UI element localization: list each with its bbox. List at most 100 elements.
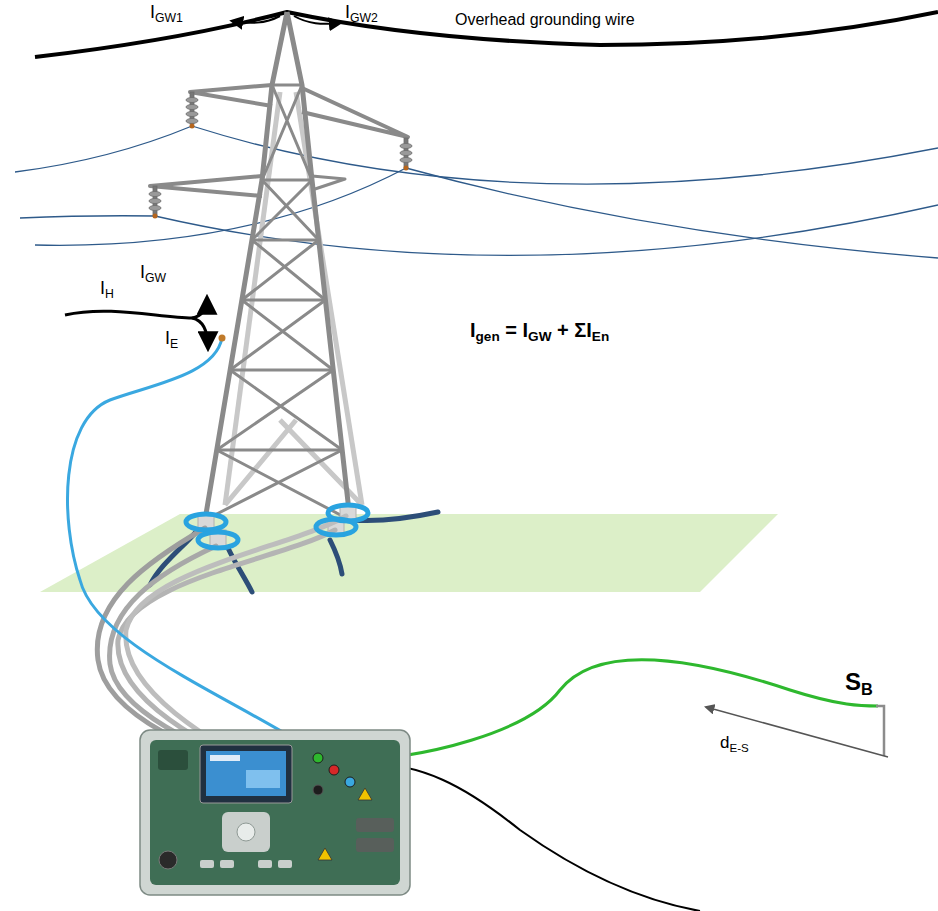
- text-part: I: [140, 262, 145, 282]
- formula-holder: Igen = IGW + ΣIEn: [470, 318, 609, 342]
- phase-conductor-part: [15, 126, 192, 172]
- tower-part: [242, 240, 326, 300]
- insulator-part: [400, 144, 412, 149]
- tower-part: [252, 180, 319, 240]
- current-arrow: [65, 298, 208, 348]
- phase-conductor-part: [406, 168, 938, 258]
- earth-tester-part: [318, 848, 332, 860]
- current-label-holder: IGW2: [345, 2, 378, 24]
- phase-conductor-part: [155, 205, 938, 255]
- insulator-part: [149, 206, 161, 211]
- insulator-part: [149, 192, 161, 197]
- current-label: IE: [165, 328, 178, 350]
- current-label: IGW1: [150, 2, 183, 24]
- current-label-holder: IGW1: [150, 2, 183, 24]
- earth-tester-part: [313, 753, 323, 763]
- subscript: B: [861, 680, 873, 698]
- earth-tester-part: [220, 860, 234, 868]
- earth-tester-part: [237, 823, 255, 841]
- current-clamp-part: [328, 505, 368, 521]
- subscript: H: [105, 287, 114, 301]
- insulator-part: [186, 119, 198, 124]
- text-part: + ΣI: [552, 319, 592, 341]
- earth-tester-part: [150, 740, 400, 885]
- potential-lead: [330, 660, 878, 762]
- test-lead-part: [68, 338, 372, 796]
- distance-arrow: [706, 707, 888, 757]
- current-label: IGW2: [345, 2, 378, 24]
- current-label: IGW: [140, 262, 166, 284]
- potential-probe-part: [876, 706, 884, 756]
- earth-tester-part: [313, 785, 323, 795]
- tower-part: [217, 370, 343, 450]
- current-arrow: [232, 16, 340, 24]
- insulator-part: [400, 158, 412, 163]
- ground-plane-part: [40, 514, 778, 592]
- potential-probe: [876, 706, 884, 756]
- tower-part: [312, 176, 345, 190]
- text-part: = I: [500, 319, 528, 341]
- text-part: I: [165, 328, 170, 348]
- current-label-holder: IE: [165, 328, 178, 350]
- text-part: I: [150, 2, 155, 22]
- earth-tester-part: [222, 812, 270, 852]
- subscript: GW: [528, 329, 551, 344]
- probe-label-holder: SB: [845, 668, 873, 697]
- probe-label: SB: [845, 668, 873, 697]
- current-label-holder: IH: [100, 278, 114, 300]
- earth-tester-part: [158, 750, 188, 770]
- subscript: GW: [145, 271, 166, 285]
- subscript: GW1: [155, 11, 183, 25]
- current-label-holder: IGW: [140, 262, 166, 284]
- tower-part: [302, 88, 408, 137]
- subscript: E: [170, 337, 178, 351]
- text-part: S: [845, 668, 861, 695]
- tower: [150, 12, 408, 520]
- earth-tester-part: [278, 860, 292, 868]
- tower-part: [230, 300, 333, 370]
- earth-tester-part: [200, 860, 214, 868]
- tower-part: [287, 12, 350, 520]
- text-part: I: [470, 319, 476, 341]
- phase-conductor: [15, 126, 938, 258]
- phase-conductor-part: [20, 216, 155, 218]
- earth-tester-part: [200, 745, 292, 803]
- earth-tester-part: [345, 777, 355, 787]
- test-lead: [68, 335, 372, 797]
- insulator-part: [186, 98, 198, 103]
- text-part: I: [345, 2, 350, 22]
- earth-electrode-part: [330, 540, 342, 574]
- tower-part: [190, 85, 272, 106]
- current-clamp-part: [186, 514, 226, 530]
- text-part: Overhead grounding wire: [455, 11, 635, 28]
- subscript: GW2: [350, 11, 378, 25]
- tower-part: [150, 176, 262, 196]
- phase-conductor-part: [35, 168, 406, 245]
- current-arrow-part: [294, 16, 340, 24]
- subscript: En: [592, 329, 609, 344]
- current-clamp: [186, 505, 368, 548]
- insulator-part: [186, 105, 198, 110]
- distance-arrow-part: [706, 707, 888, 757]
- earth-tester-part: [329, 765, 339, 775]
- distance-label: dE-S: [720, 733, 749, 753]
- insulator: [149, 92, 412, 219]
- test-lead-part: [219, 335, 226, 342]
- current-arrow-part: [192, 298, 207, 318]
- insulator-part: [400, 151, 412, 156]
- current-arrow-part: [192, 318, 208, 348]
- earth-tester-part: [258, 860, 272, 868]
- earth-tester-part: [210, 755, 240, 761]
- potential-lead-part: [330, 660, 878, 762]
- earth-tester-part: [246, 770, 280, 788]
- insulator-part: [149, 199, 161, 204]
- insulator-part: [186, 112, 198, 117]
- ground-plane: [40, 514, 778, 592]
- text-part: I: [100, 278, 105, 298]
- subscript: E-S: [729, 742, 748, 754]
- tower-part: [262, 85, 312, 180]
- current-arrow-part: [65, 311, 192, 318]
- earth-tester-part: [356, 818, 394, 832]
- insulator-part: [153, 214, 158, 219]
